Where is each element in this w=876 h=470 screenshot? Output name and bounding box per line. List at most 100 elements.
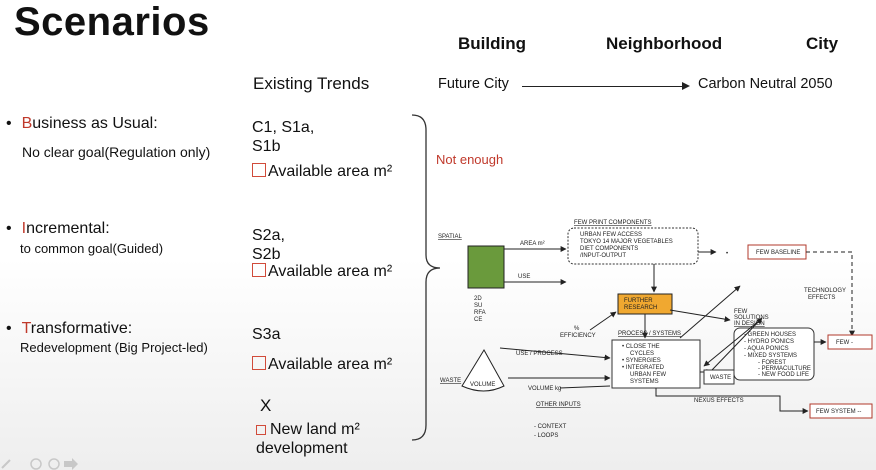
spatial-label: SPATIAL <box>438 234 462 240</box>
svg-text:FEW BASELINE: FEW BASELINE <box>756 250 800 256</box>
new-land: New land m² <box>256 421 360 439</box>
waste-box <box>703 369 735 385</box>
bullet: • <box>6 220 12 237</box>
new-land-mark: X <box>260 396 272 415</box>
svg-text:SOLUTIONS: SOLUTIONS <box>734 315 769 321</box>
scenario-bracket <box>411 114 441 441</box>
not-enough-note: Not enough <box>436 152 504 167</box>
svg-text:• SYNERGIES: • SYNERGIES <box>622 358 661 364</box>
process-title: PROCESS / SYSTEMS <box>618 331 681 337</box>
scenario-initial: B <box>21 115 33 132</box>
box-2d-labels: 2D SU RFA CE <box>474 296 486 323</box>
checkbox-icon <box>256 425 266 435</box>
efficiency-label: % <box>574 326 580 332</box>
nexus-effects-label: NEXUS EFFECTS <box>694 398 744 404</box>
volume-cone <box>461 349 505 392</box>
svg-text:SYSTEMS: SYSTEMS <box>630 379 659 385</box>
scenario-name: ransformative: <box>30 320 133 337</box>
available-area-label: Available area m² <box>268 356 393 373</box>
svg-text:RESEARCH: RESEARCH <box>624 305 657 311</box>
bullet: • <box>6 115 12 132</box>
svg-text:• INTEGRATED: • INTEGRATED <box>622 365 665 371</box>
trend-code: S2b <box>252 246 281 263</box>
further-research-box <box>617 293 673 315</box>
svg-text:CYCLES: CYCLES <box>630 351 654 357</box>
svg-text:URBAN FEW ACCESS: URBAN FEW ACCESS <box>580 232 642 238</box>
scenario-initial: I <box>21 220 27 237</box>
timeline-end: Carbon Neutral 2050 <box>698 76 833 92</box>
svg-text:TOKYO 14 MAJOR VEGETABLES: TOKYO 14 MAJOR VEGETABLES <box>580 239 673 245</box>
waste-label: WASTE <box>440 378 461 384</box>
scenario-subtitle: No clear goal(Regulation only) <box>22 144 211 160</box>
scenario-subtitle: Redevelopment (Big Project-led) <box>20 340 208 355</box>
few-solutions-box <box>733 327 815 381</box>
scenario-incremental: • Incremental: <box>6 220 110 238</box>
few-system-box <box>809 403 873 419</box>
checkbox-icon <box>252 163 266 177</box>
available-area-1: Available area m² <box>252 163 392 181</box>
use-process-label: USE / PROCESS <box>516 351 563 357</box>
svg-text:- CONTEXT: - CONTEXT <box>534 424 567 430</box>
svg-text:VOLUME kg: VOLUME kg <box>528 386 561 392</box>
slide-title: Scenarios <box>14 0 210 44</box>
svg-text:2D: 2D <box>474 296 482 302</box>
svg-text:URBAN FEW: URBAN FEW <box>630 372 666 378</box>
scale-building: Building <box>458 34 526 53</box>
few-print-title: FEW PRINT COMPONENTS <box>574 220 652 226</box>
scenario-transformative: • Transformative: <box>6 320 132 338</box>
use-label: USE <box>518 274 530 280</box>
trend-code: S3a <box>252 326 281 343</box>
svg-text:- FOREST: - FOREST <box>758 360 786 366</box>
svg-text:- MIXED SYSTEMS: - MIXED SYSTEMS <box>744 353 797 359</box>
trend-codes-3: S3a <box>252 325 280 344</box>
checkbox-icon <box>252 263 266 277</box>
bullet: • <box>6 320 12 337</box>
trend-code: S2a, <box>252 227 285 244</box>
available-area-label: Available area m² <box>268 163 393 180</box>
new-land-label: New land m² <box>270 421 360 438</box>
timeline-start: Future City <box>438 76 509 92</box>
scenario-initial: T <box>21 320 31 337</box>
options-icon <box>48 458 60 470</box>
scenario-business-as-usual: • Business as Usual: <box>6 115 158 133</box>
svg-text:VOLUME: VOLUME <box>470 382 495 388</box>
svg-text:•: • <box>726 251 728 257</box>
trend-codes-2: S2a, S2b <box>252 226 285 264</box>
svg-text:WASTE: WASTE <box>710 375 731 381</box>
svg-text:FURTHER: FURTHER <box>624 298 653 304</box>
svg-text:EFFICIENCY: EFFICIENCY <box>560 333 596 339</box>
scale-neighborhood: Neighborhood <box>606 34 723 53</box>
area-label: AREA m² <box>520 241 545 247</box>
svg-text:- PERMACULTURE: - PERMACULTURE <box>758 366 811 372</box>
svg-text:DIET COMPONENTS: DIET COMPONENTS <box>580 246 638 252</box>
svg-text:/INPUT-OUTPUT: /INPUT-OUTPUT <box>580 253 626 259</box>
svg-text:- AQUA PONICS: - AQUA PONICS <box>744 346 789 352</box>
svg-text:- HYDRO PONICS: - HYDRO PONICS <box>744 339 794 345</box>
svg-text:- NEW FOOD LIFE: - NEW FOOD LIFE <box>758 372 809 378</box>
svg-text:- LOOPS: - LOOPS <box>534 433 558 439</box>
svg-text:CE: CE <box>474 317 482 323</box>
technology-effects: TECHNOLOGY <box>804 288 846 294</box>
svg-text:FEW SYSTEM --: FEW SYSTEM -- <box>816 409 861 415</box>
few-solutions-title: FEW <box>734 309 748 315</box>
svg-text:- GREEN HOUSES: - GREEN HOUSES <box>744 332 796 338</box>
scenario-name: ncremental: <box>26 220 110 237</box>
trend-code: S1b <box>252 138 281 155</box>
scale-city: City <box>806 34 839 53</box>
pen-icon <box>1 459 11 469</box>
new-land-development: development <box>256 440 348 457</box>
zoom-icon <box>30 458 42 470</box>
timeline-arrow <box>522 82 690 90</box>
few-minus-box <box>827 334 873 350</box>
presentation-toolbar[interactable] <box>0 456 80 470</box>
svg-text:SU: SU <box>474 303 482 309</box>
available-area-2: Available area m² <box>252 263 392 281</box>
svg-text:EFFECTS: EFFECTS <box>808 295 835 301</box>
available-area-label: Available area m² <box>268 263 393 280</box>
svg-text:FEW -: FEW - <box>836 340 853 346</box>
trend-code: C1, S1a, <box>252 119 315 136</box>
next-arrow-icon <box>64 458 78 470</box>
svg-text:IN DESIGN: IN DESIGN <box>734 321 765 327</box>
scenario-name: usiness as Usual: <box>32 115 158 132</box>
